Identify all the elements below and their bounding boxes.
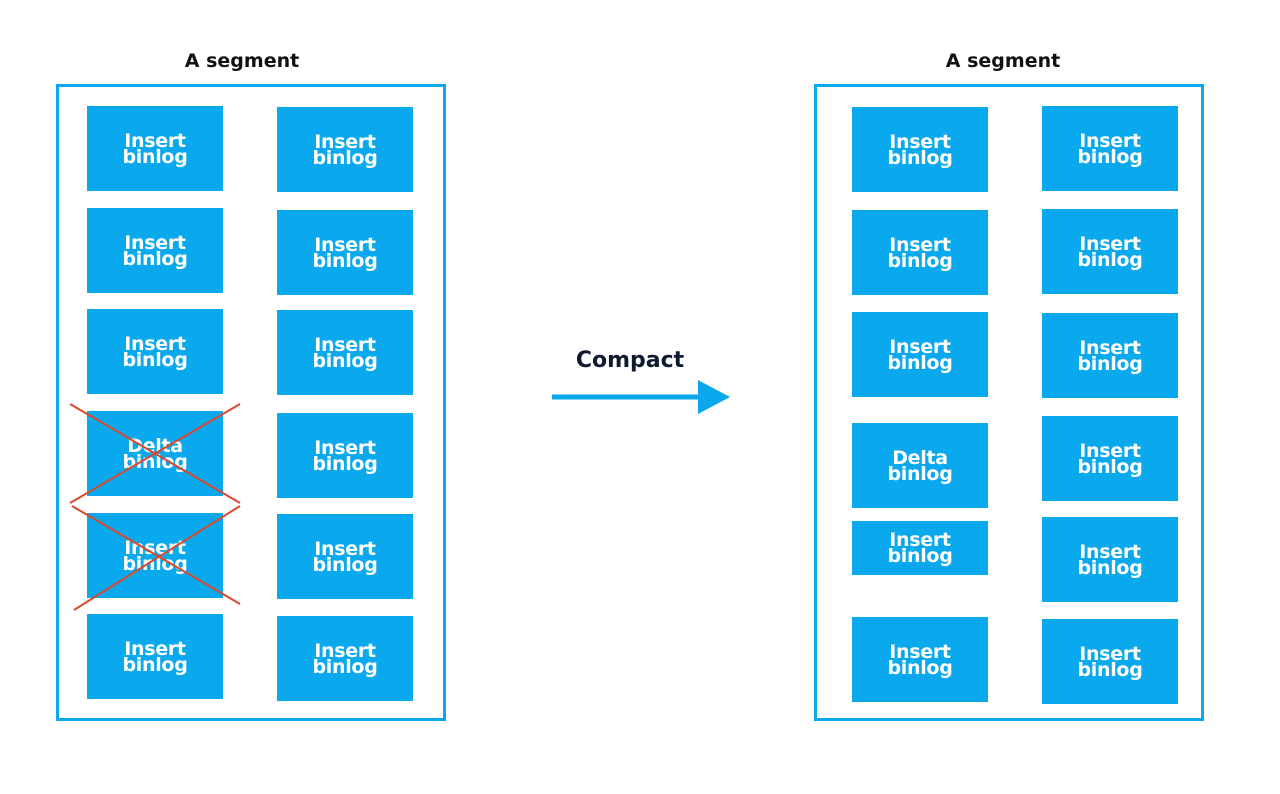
- left-binlog-a4-deleted: Delta binlog: [87, 411, 223, 496]
- block-line1: Insert: [124, 231, 186, 254]
- block-line1: Insert: [124, 637, 186, 660]
- right-binlog-a1: Insert binlog: [852, 107, 988, 192]
- right-binlog-b4: Insert binlog: [1042, 416, 1178, 501]
- block-line2: binlog: [312, 452, 378, 475]
- block-line1: Insert: [1079, 439, 1141, 462]
- right-delta-binlog: Delta binlog: [852, 423, 988, 508]
- block-line2: binlog: [887, 462, 953, 485]
- right-binlog-b5: Insert binlog: [1042, 517, 1178, 602]
- block-line2: binlog: [312, 655, 378, 678]
- block-line1: Insert: [889, 529, 951, 551]
- left-binlog-a3: Insert binlog: [87, 309, 223, 394]
- block-line2: binlog: [122, 552, 188, 575]
- block-line1: Insert: [314, 130, 376, 153]
- right-binlog-b1: Insert binlog: [1042, 106, 1178, 191]
- block-line1: Insert: [314, 537, 376, 560]
- block-line2: binlog: [1077, 556, 1143, 579]
- block-line2: binlog: [312, 553, 378, 576]
- block-line2: binlog: [122, 247, 188, 270]
- right-binlog-a6: Insert binlog: [852, 617, 988, 702]
- right-binlog-a2: Insert binlog: [852, 210, 988, 295]
- block-line2: binlog: [887, 656, 953, 679]
- left-binlog-a2: Insert binlog: [87, 208, 223, 293]
- right-binlog-b2: Insert binlog: [1042, 209, 1178, 294]
- block-line2: binlog: [122, 450, 188, 473]
- left-binlog-a6: Insert binlog: [87, 614, 223, 699]
- block-line1: Insert: [889, 335, 951, 358]
- left-binlog-b3: Insert binlog: [277, 310, 413, 395]
- left-binlog-b4: Insert binlog: [277, 413, 413, 498]
- left-binlog-b5: Insert binlog: [277, 514, 413, 599]
- block-line1: Delta: [892, 446, 948, 469]
- block-line1: Insert: [314, 436, 376, 459]
- block-line2: binlog: [887, 146, 953, 169]
- block-line2: binlog: [312, 349, 378, 372]
- block-line2: binlog: [122, 145, 188, 168]
- left-segment-title: A segment: [184, 50, 300, 72]
- block-line2: binlog: [887, 545, 953, 567]
- left-binlog-b1: Insert binlog: [277, 107, 413, 192]
- block-line1: Insert: [124, 129, 186, 152]
- block-line2: binlog: [887, 351, 953, 374]
- block-line2: binlog: [1077, 455, 1143, 478]
- block-line2: binlog: [122, 653, 188, 676]
- left-binlog-b2: Insert binlog: [277, 210, 413, 295]
- block-line2: binlog: [887, 249, 953, 272]
- block-line1: Insert: [124, 332, 186, 355]
- right-binlog-b6: Insert binlog: [1042, 619, 1178, 704]
- block-line1: Insert: [1079, 642, 1141, 665]
- compact-label: Compact: [575, 348, 685, 373]
- block-line2: binlog: [1077, 248, 1143, 271]
- right-binlog-a5: Insert binlog: [852, 521, 988, 575]
- block-line2: binlog: [122, 348, 188, 371]
- block-line1: Insert: [889, 640, 951, 663]
- block-line1: Insert: [889, 233, 951, 256]
- block-line2: binlog: [1077, 352, 1143, 375]
- block-line1: Insert: [1079, 232, 1141, 255]
- block-line1: Insert: [889, 130, 951, 153]
- block-line1: Insert: [1079, 540, 1141, 563]
- block-line1: Insert: [314, 639, 376, 662]
- block-line1: Insert: [314, 333, 376, 356]
- block-line1: Insert: [1079, 129, 1141, 152]
- right-segment-title: A segment: [945, 50, 1061, 72]
- left-binlog-b6: Insert binlog: [277, 616, 413, 701]
- block-line1: Insert: [314, 233, 376, 256]
- left-binlog-a1: Insert binlog: [87, 106, 223, 191]
- compact-arrow: [552, 380, 730, 414]
- left-binlog-a5-deleted: Insert binlog: [87, 513, 223, 598]
- block-line2: binlog: [1077, 145, 1143, 168]
- right-binlog-a3: Insert binlog: [852, 312, 988, 397]
- block-line1: Insert: [1079, 336, 1141, 359]
- block-line2: binlog: [1077, 658, 1143, 681]
- block-line2: binlog: [312, 249, 378, 272]
- block-line2: binlog: [312, 146, 378, 169]
- right-binlog-b3: Insert binlog: [1042, 313, 1178, 398]
